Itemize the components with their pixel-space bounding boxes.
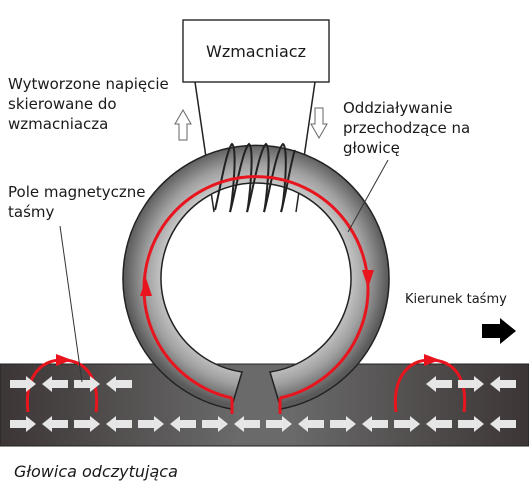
tape-arrow-bottom — [490, 416, 516, 432]
tape-arrow-bottom — [458, 416, 484, 432]
tape-field-arrow-right — [424, 354, 440, 366]
label-interaction: Oddziaływanie przechodzące na głowicę — [343, 99, 471, 157]
tape-arrow-bottom — [42, 416, 68, 432]
hollow-down-arrow-icon — [310, 107, 328, 140]
tape-arrow-top — [10, 376, 36, 392]
amplifier-box — [182, 19, 330, 83]
leader-tape-field — [59, 225, 83, 383]
tape-magnetization-arrows — [10, 376, 516, 432]
caption: Głowica odczytująca — [14, 462, 178, 481]
tape-arrow-top — [106, 376, 132, 392]
magnetic-tape — [0, 363, 529, 447]
tape-arrow-bottom — [394, 416, 420, 432]
label-tape-direction: Kierunek taśmy — [405, 292, 507, 307]
tape-arrow-top — [490, 376, 516, 392]
tape-arrow-top — [74, 376, 100, 392]
head-core — [122, 144, 390, 410]
tape-arrow-bottom — [362, 416, 388, 432]
tape-arrow-bottom — [234, 416, 260, 432]
tape-arrow-bottom — [74, 416, 100, 432]
tape-arrow-bottom — [170, 416, 196, 432]
tape-arrow-bottom — [266, 416, 292, 432]
label-tape-field: Pole magnetyczne taśmy — [8, 183, 146, 221]
gap-flux-ends — [230, 398, 282, 414]
flux-arrow-up — [140, 278, 152, 296]
right-arrow-icon — [482, 318, 516, 344]
tape-arrow-bottom — [202, 416, 228, 432]
tape-arrow-top — [458, 376, 484, 392]
tape-arrow-bottom — [426, 416, 452, 432]
tape-arrow-bottom — [138, 416, 164, 432]
tape-arrow-bottom — [106, 416, 132, 432]
tape-arrow-bottom — [298, 416, 324, 432]
label-generated-voltage: Wytworzone napięcie skierowane do wzmacn… — [8, 75, 169, 133]
tape-arrow-bottom — [330, 416, 356, 432]
amplifier-label: Wzmacniacz — [206, 41, 306, 61]
tape-arrow-bottom — [10, 416, 36, 432]
flux-arrow-down — [362, 270, 374, 288]
tape-arrow-top — [42, 376, 68, 392]
hollow-up-arrow-icon — [174, 108, 192, 141]
tape-arrow-top — [426, 376, 452, 392]
coil — [214, 142, 296, 213]
leader-interaction — [347, 159, 389, 233]
tape-field-arrow-left — [56, 354, 72, 366]
core-flux-line — [142, 175, 370, 400]
